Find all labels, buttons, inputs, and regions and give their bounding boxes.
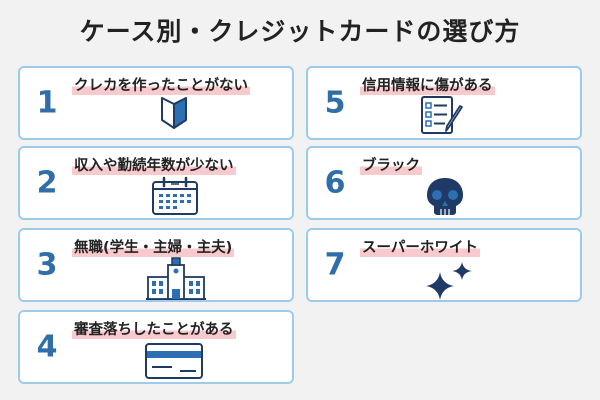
calendar-icon <box>150 176 200 216</box>
sparkle-icon <box>426 260 474 300</box>
case-number: 1 <box>36 85 58 121</box>
case-label: クレカを作ったことがない <box>72 74 250 95</box>
case-card-4: 4 審査落ちしたことがある <box>18 310 294 384</box>
case-card-3: 3 無職(学生・主婦・主夫) <box>18 228 294 302</box>
case-label: 無職(学生・主婦・主夫) <box>72 236 235 257</box>
case-label: 信用情報に傷がある <box>360 74 495 95</box>
case-number: 6 <box>324 165 346 201</box>
case-card-2: 2 収入や勤続年数が少ない <box>18 146 294 220</box>
case-card-1: 1 クレカを作ったことがない <box>18 66 294 140</box>
skull-icon <box>424 176 466 216</box>
case-label: 収入や勤続年数が少ない <box>72 154 236 175</box>
case-number: 3 <box>36 247 58 283</box>
case-number: 4 <box>36 329 58 365</box>
case-number: 5 <box>324 85 346 121</box>
case-label: スーパーホワイト <box>360 236 480 257</box>
case-label: 審査落ちしたことがある <box>72 318 236 339</box>
beginner-mark-icon <box>160 96 188 130</box>
case-card-6: 6 ブラック <box>306 146 582 220</box>
page-title: ケース別・クレジットカードの選び方 <box>79 17 521 46</box>
case-label: ブラック <box>360 154 422 175</box>
checklist-clipboard-icon <box>418 95 466 135</box>
case-card-5: 5 信用情報に傷がある <box>306 66 582 140</box>
school-building-icon <box>144 257 208 301</box>
case-number: 7 <box>324 247 346 283</box>
case-card-7: 7 スーパーホワイト <box>306 228 582 302</box>
credit-card-icon <box>144 342 204 380</box>
case-number: 2 <box>36 165 58 201</box>
